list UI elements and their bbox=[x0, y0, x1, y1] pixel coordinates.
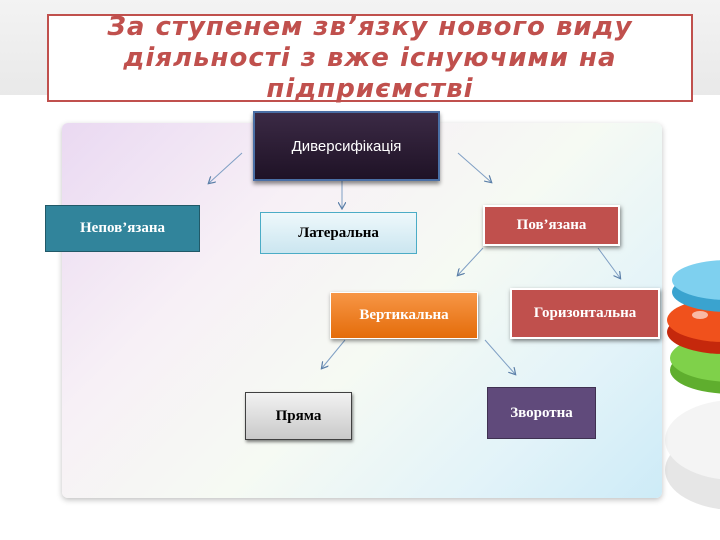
node-label: Латеральна bbox=[298, 224, 379, 241]
node-label: Зворотна bbox=[510, 404, 573, 421]
node-label: Горизонтальна bbox=[533, 305, 637, 321]
arrow-vertical-reverse bbox=[484, 339, 515, 374]
node-label: Пряма bbox=[275, 407, 322, 424]
node-label: Диверсифікація bbox=[291, 137, 402, 155]
arrow-diversification-unrelated bbox=[209, 152, 243, 183]
node-label: Пов’язана bbox=[516, 217, 587, 233]
node-vertical: Вертикальна bbox=[330, 292, 478, 339]
node-diversification: Диверсифікація bbox=[253, 111, 440, 181]
arrow-diversification-related bbox=[457, 152, 491, 182]
node-unrelated: Непов’язана bbox=[45, 205, 200, 252]
node-lateral: Латеральна bbox=[260, 212, 417, 254]
node-horizontal: Горизонтальна bbox=[510, 288, 660, 339]
node-reverse: Зворотна bbox=[487, 387, 596, 439]
arrow-related-horizontal bbox=[597, 247, 620, 278]
arrow-vertical-direct bbox=[322, 339, 346, 368]
node-label: Непов’язана bbox=[80, 220, 165, 236]
title-box: За ступенем зв’язку нового виду діяльнос… bbox=[47, 11, 693, 104]
node-direct: Пряма bbox=[245, 392, 352, 440]
arrow-related-vertical bbox=[458, 247, 484, 275]
node-label: Вертикальна bbox=[359, 307, 449, 323]
node-related: Пов’язана bbox=[483, 205, 620, 246]
slide-title: За ступенем зв’язку нового виду діяльнос… bbox=[107, 11, 633, 104]
